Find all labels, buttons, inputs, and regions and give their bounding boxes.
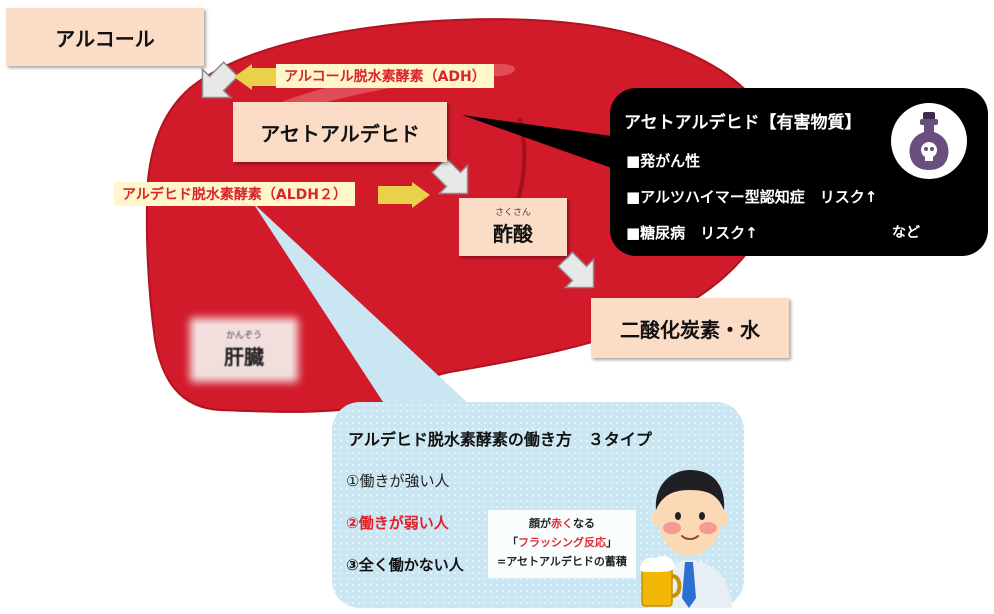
cheek-right	[699, 522, 717, 534]
harm-title: アセトアルデヒド【有害物質】	[624, 113, 862, 133]
acetic-acid-box: さくさん 酢酸	[459, 198, 567, 256]
face	[658, 478, 722, 556]
panel-tail	[253, 203, 470, 405]
note-line3: =アセトアルデヒドの蓄積	[497, 555, 627, 568]
bubble-tail	[462, 115, 640, 178]
ear-left	[652, 510, 662, 526]
alcohol-box: アルコール	[6, 8, 204, 66]
aldh2-enzyme-text: アルデヒド脱水素酵素（ALDH２）	[122, 187, 347, 203]
hair	[655, 470, 725, 510]
liver-label-box: かんぞう 肝臓	[196, 324, 292, 376]
flow-arrow-2	[431, 157, 469, 195]
acetaldehyde-label: アセトアルデヒド	[260, 121, 420, 146]
alcohol-label: アルコール	[55, 26, 155, 51]
types-title: アルデヒド脱水素酵素の働き方 ３タイプ	[348, 430, 652, 449]
harm-item-diabetes: ■糖尿病 リスク↑	[626, 224, 758, 242]
cheek-left	[663, 522, 681, 534]
acetic-acid-label: 酢酸	[493, 221, 533, 246]
aldh2-arrow-icon	[378, 182, 430, 208]
man-with-beer-illustration	[640, 470, 732, 608]
harm-item-cancer: ■発がん性	[626, 152, 701, 170]
type-none: ③全く働かない人	[346, 556, 464, 574]
type-weak: ②働きが弱い人	[346, 514, 449, 532]
liver-label: 肝臓	[224, 344, 264, 369]
acetic-acid-ruby: さくさん	[494, 207, 531, 218]
final-products-box: 二酸化炭素・水	[591, 298, 789, 358]
adh-enzyme-label: アルコール脱水素酵素（ADH）	[276, 64, 494, 88]
flow-arrow-3	[557, 251, 595, 289]
note-line2-c: 」	[606, 536, 617, 549]
flushing-note: 顔が赤くなる 「フラッシング反応」 =アセトアルデヒドの蓄積	[488, 510, 636, 578]
note-line1-c: なる	[573, 517, 595, 530]
note-line2-b: フラッシング反応	[518, 536, 606, 549]
note-line1-a: 顔が	[529, 517, 551, 530]
note-line2-a: 「	[507, 536, 518, 549]
note-line1-b: 赤く	[551, 517, 573, 530]
harm-item-dementia: ■アルツハイマー型認知症 リスク↑	[626, 188, 878, 206]
acetaldehyde-box: アセトアルデヒド	[233, 102, 447, 162]
beer-mug-icon	[640, 556, 682, 607]
poison-bottle-icon	[891, 103, 967, 179]
harm-etc: など	[892, 225, 920, 241]
aldh2-enzyme-label: アルデヒド脱水素酵素（ALDH２）	[114, 182, 355, 206]
ear-right	[718, 510, 728, 526]
adh-arrow-icon	[234, 64, 286, 90]
flow-arrow-1	[201, 61, 239, 99]
type-strong: ①働きが強い人	[346, 472, 450, 490]
adh-enzyme-text: アルコール脱水素酵素（ADH）	[284, 69, 486, 85]
liver-ruby: かんぞう	[225, 330, 262, 341]
tie	[682, 562, 696, 608]
harm-bubble: アセトアルデヒド【有害物質】 ■発がん性 ■アルツハイマー型認知症 リスク↑ ■…	[610, 88, 988, 256]
final-products-label: 二酸化炭素・水	[620, 317, 760, 342]
